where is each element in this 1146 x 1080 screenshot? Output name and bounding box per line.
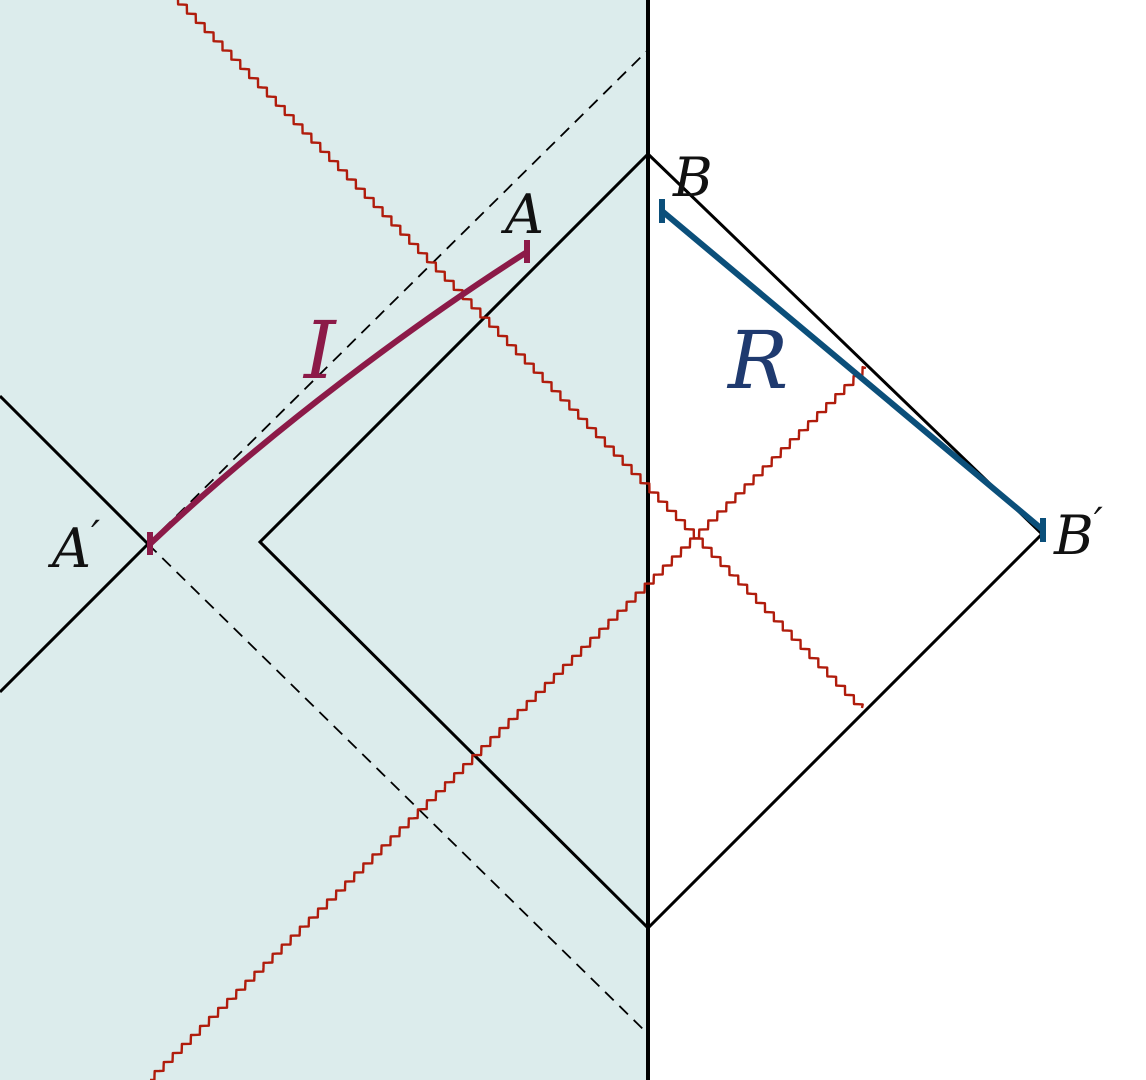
dashed-lightcone-lower [147, 543, 649, 1035]
dashed-lightcone-upper [147, 49, 649, 545]
label-point-b-prime-base: B [1053, 504, 1094, 567]
label-point-a-prime: A′ [47, 513, 100, 580]
label-island: I [302, 304, 337, 397]
label-point-a-prime-mark: ′ [91, 513, 100, 559]
left-diamond-edge-upper [0, 394, 150, 546]
label-point-a-prime-base: A [47, 517, 91, 580]
shaded-bath-region [0, 0, 648, 1080]
radiation-curve [659, 208, 1046, 533]
left-diamond-edge-lower [0, 542, 150, 694]
wavy-line-ascending [149, 365, 867, 1080]
label-point-b-prime: B′ [1053, 500, 1103, 567]
wavy-line-descending [176, 0, 864, 709]
wavy-horizon-lines [149, 0, 867, 1080]
black-hole-diamond [257, 152, 1045, 931]
island-curve [147, 249, 530, 547]
label-radiation: R [726, 314, 788, 407]
label-point-a: A [500, 183, 544, 246]
label-point-b: B [672, 146, 713, 209]
label-point-b-prime-mark: ′ [1094, 500, 1103, 546]
